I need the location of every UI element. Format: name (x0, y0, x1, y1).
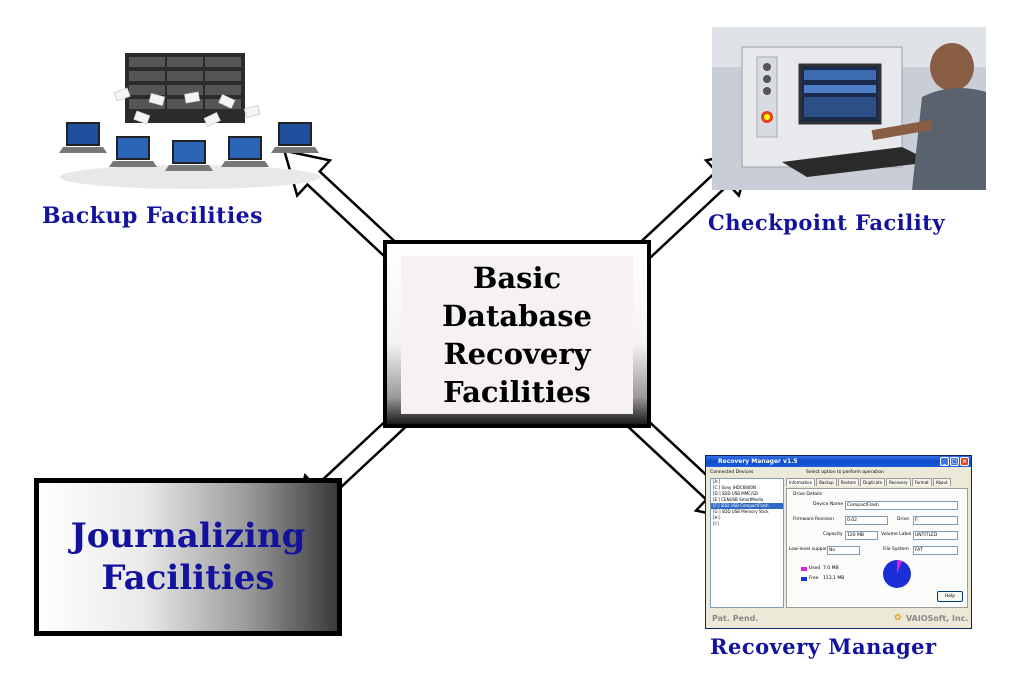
recovery-manager-caption: Recovery Manager (710, 634, 937, 659)
firmware-field: 0.02 (845, 516, 888, 525)
tab-duplicate[interactable]: Duplicate (860, 478, 886, 486)
devices-label: Connected Devices (710, 470, 754, 475)
device-name-field: CompactFlash (845, 501, 958, 510)
hint-label: Select option to perform operation (806, 470, 884, 475)
pie-used-slice (897, 560, 902, 574)
tab-backup[interactable]: Backup (816, 478, 837, 486)
drive-field: F: (913, 516, 958, 525)
device-item[interactable]: [E:] CENUSB SmartMedia (713, 497, 764, 502)
window-title: Recovery Manager v1.5 (718, 458, 798, 465)
minimize-icon[interactable]: _ (940, 457, 949, 466)
brand-label: VAIOSoft, Inc. (906, 614, 969, 623)
used-value: 7.0 MB (823, 566, 839, 571)
capacity-field: 120 MB (845, 531, 878, 540)
lowlevel-label: Low-level support (789, 547, 829, 552)
device-list[interactable]: [A:] [C:] Sony IHDC6800N [D:] SDD USB MM… (710, 478, 784, 608)
journalizing-line: Facilities (101, 558, 275, 598)
drive-label: Drive (897, 517, 909, 522)
capacity-label: Capacity (823, 532, 843, 537)
center-title-line: Basic (472, 261, 562, 295)
checkpoint-photo (712, 27, 986, 190)
center-inner-panel: Basic Database Recovery Facilities (401, 256, 633, 414)
device-item[interactable]: [G:] SDD USB Memory Stick (713, 509, 769, 514)
free-label: Free (809, 576, 819, 581)
document-icons (113, 87, 261, 127)
group-label: Drive Details (793, 492, 823, 497)
checkpoint-caption: Checkpoint Facility (708, 210, 946, 235)
information-panel: Drive Details Device Name CompactFlash F… (786, 488, 968, 608)
lowlevel-field: No (827, 546, 860, 555)
firmware-label: Firmware Revision (793, 517, 834, 522)
usage-pie (883, 560, 911, 588)
recovery-manager-window: Recovery Manager v1.5 _ □ × Connected De… (705, 455, 972, 629)
journalizing-box: Journalizing Facilities (34, 478, 342, 636)
server-rack-icon (125, 53, 245, 123)
device-item-selected[interactable]: [F:] SDD USB CompactFlash (711, 503, 783, 509)
help-button[interactable]: Help (937, 591, 963, 602)
center-title-line: Facilities (443, 375, 591, 409)
center-box: Basic Database Recovery Facilities (383, 240, 651, 428)
laptop-icons (59, 122, 319, 171)
center-title-line: Recovery (443, 337, 591, 371)
volume-label-field: UNTITLED (913, 531, 958, 540)
volume-label-label: Volume Label (881, 532, 912, 537)
tab-recovery[interactable]: Recovery (886, 478, 911, 486)
backup-illustration (59, 53, 320, 189)
maximize-icon[interactable]: □ (950, 457, 959, 466)
status-bar: Pat. Pend. ✿ VAIOSoft, Inc. (706, 610, 971, 628)
device-item[interactable]: [I:] (713, 521, 719, 526)
patent-label: Pat. Pend. (712, 614, 759, 623)
center-title: Basic Database Recovery Facilities (412, 259, 622, 411)
backup-caption: Backup Facilities (42, 203, 264, 229)
device-item[interactable]: [A:] (713, 479, 721, 484)
used-swatch (801, 567, 807, 571)
tab-restore[interactable]: Restore (837, 478, 860, 486)
device-name-label: Device Name (813, 502, 844, 507)
center-title-line: Database (442, 299, 592, 333)
tab-information[interactable]: Information (786, 478, 816, 486)
tab-format[interactable]: Format (911, 478, 932, 486)
device-item[interactable]: [D:] SDD USB MMC/SD (713, 491, 758, 496)
device-item[interactable]: [H:] (713, 515, 721, 520)
tab-about[interactable]: About (932, 478, 951, 486)
used-label: Used (809, 566, 821, 571)
device-item[interactable]: [C:] Sony IHDC6800N (713, 485, 756, 490)
free-value: 113.1 MB (823, 576, 845, 581)
filesystem-label: File System (883, 547, 909, 552)
free-swatch (801, 577, 807, 581)
brand-icon: ✿ (894, 613, 902, 623)
filesystem-field: FAT (913, 546, 958, 555)
window-titlebar: Recovery Manager v1.5 _ □ × (706, 456, 971, 467)
journalizing-line: Journalizing (70, 516, 306, 556)
close-icon[interactable]: × (960, 457, 969, 466)
journalizing-title: Journalizing Facilities (71, 515, 306, 599)
